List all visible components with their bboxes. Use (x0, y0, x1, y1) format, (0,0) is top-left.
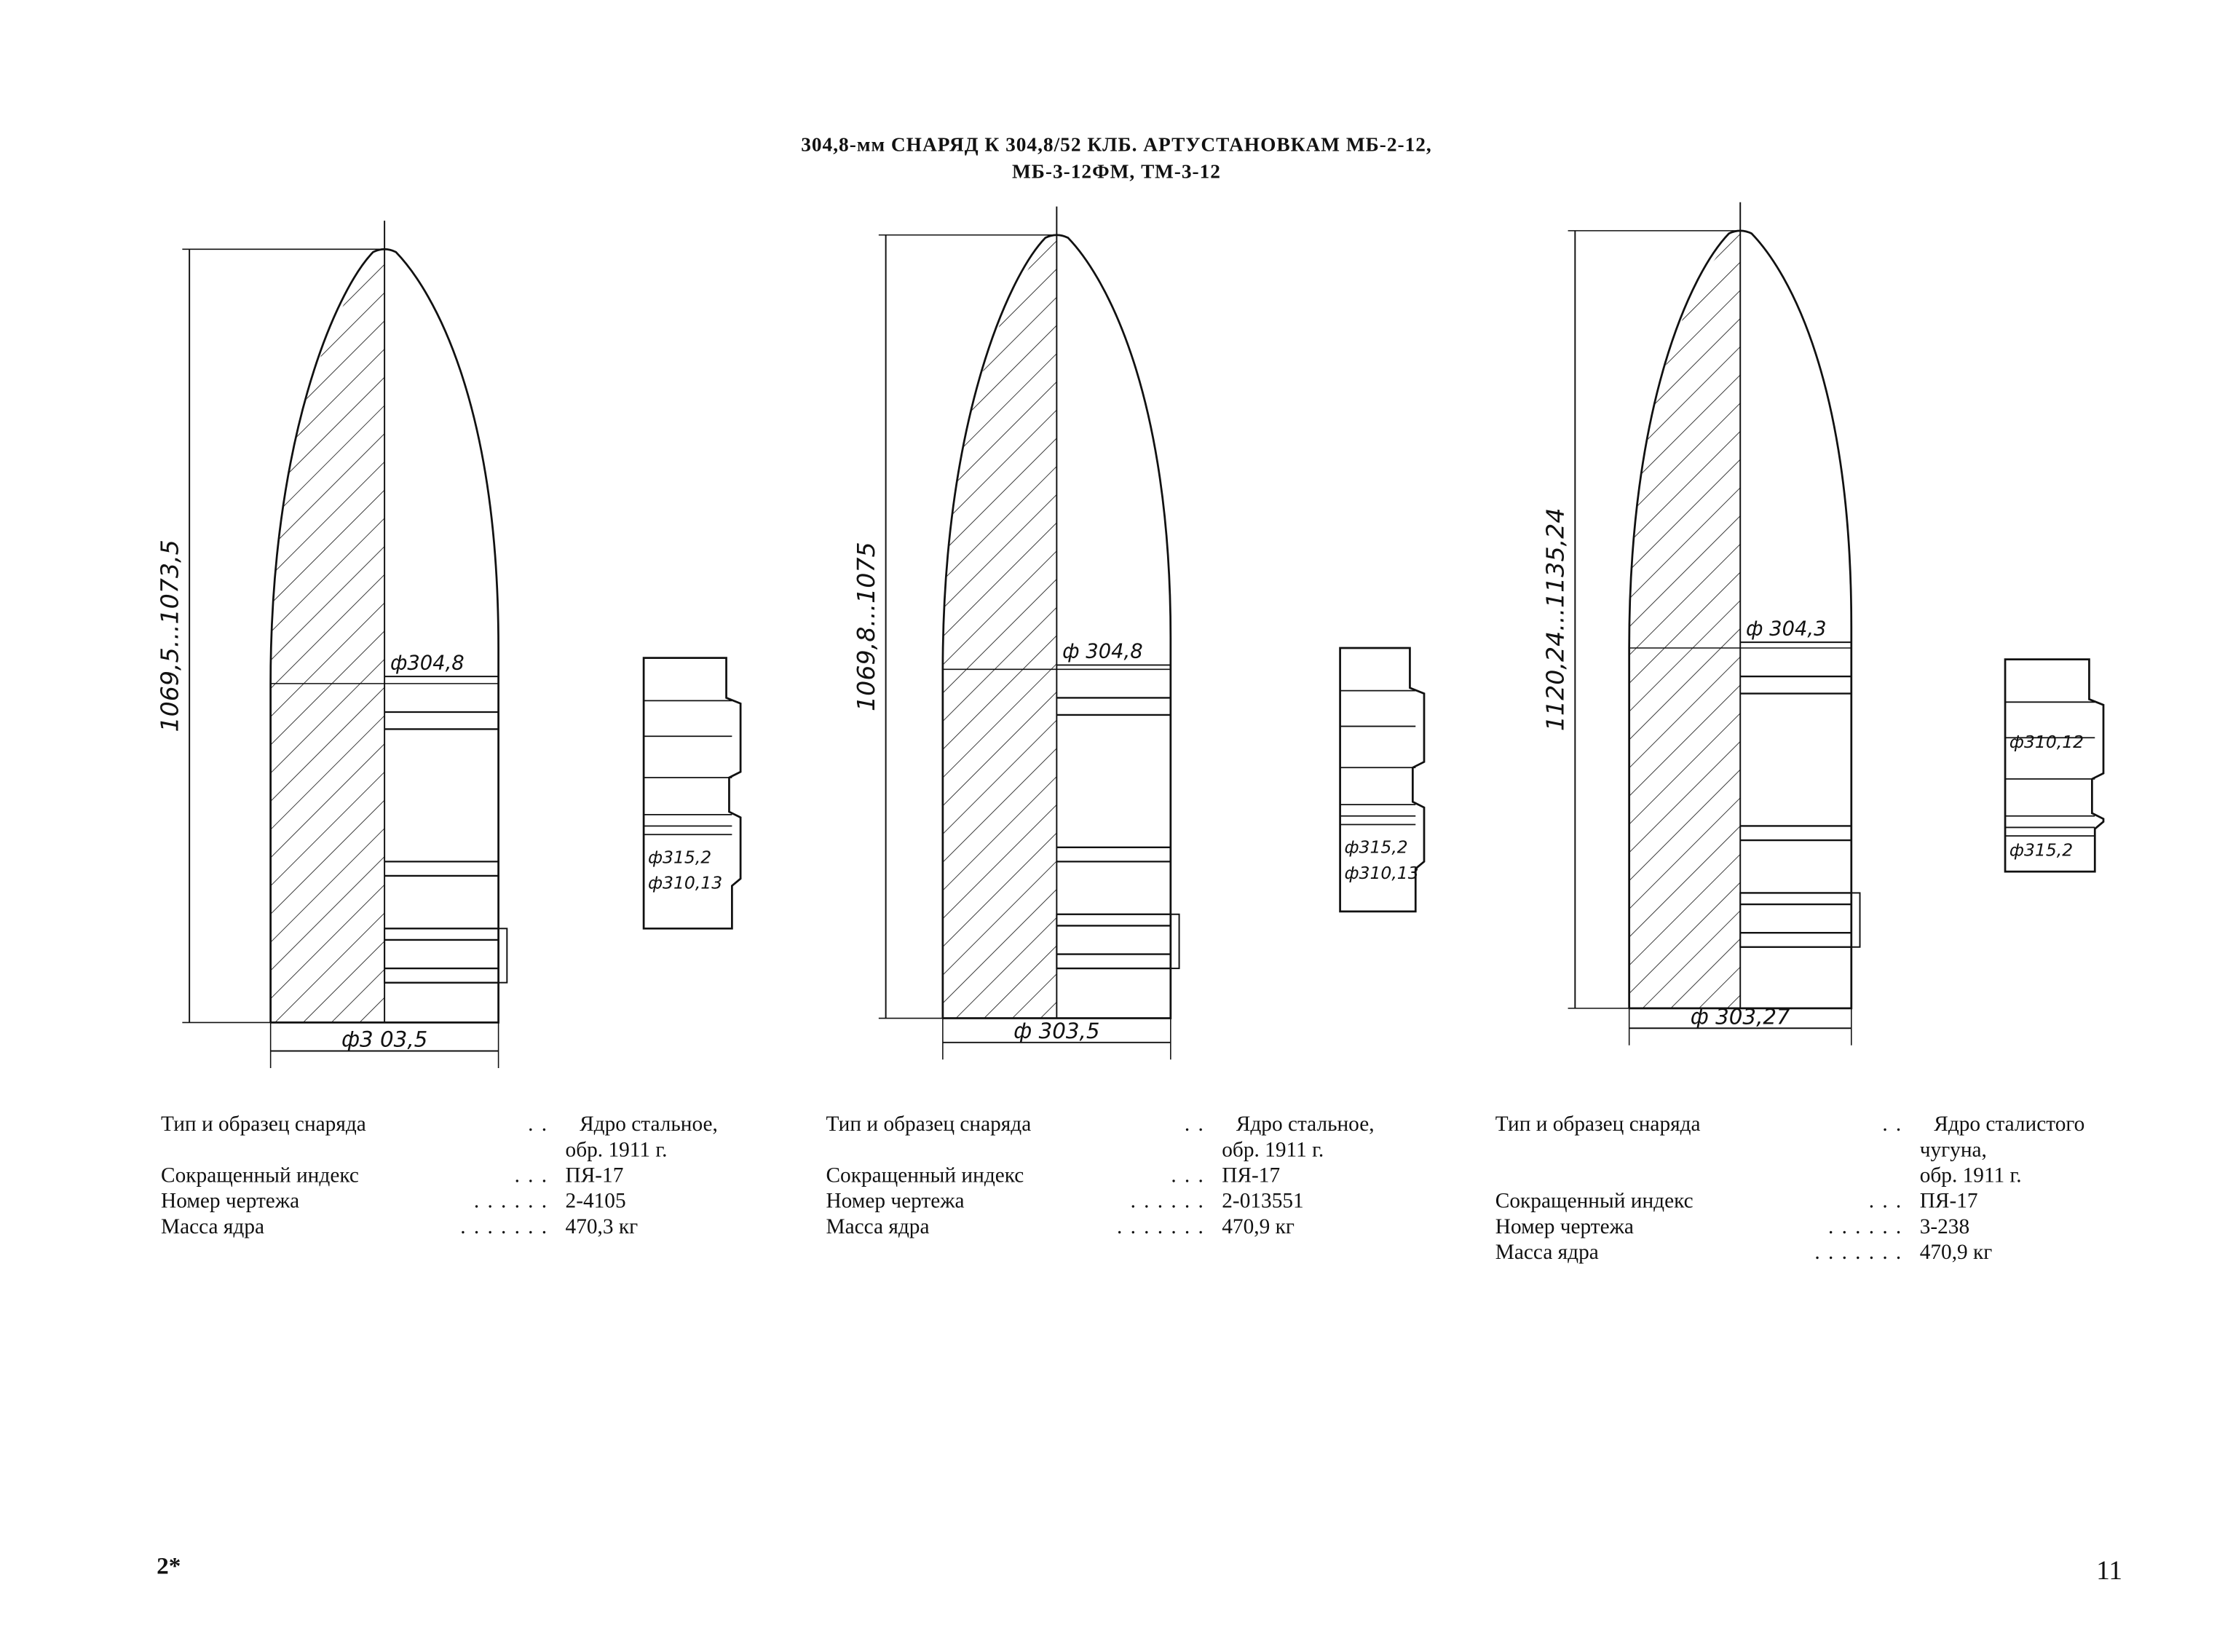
spec-value: обр. 1911 г. (1919, 1165, 2022, 1188)
band-detail-profile (2004, 658, 2105, 873)
spec-label: Номер чертежа (1495, 1216, 1634, 1239)
band-diameter-label: ф310,13 (1344, 863, 1418, 883)
title-line-1: 304,8-мм СНАРЯД К 304,8/52 КЛБ. АРТУСТАН… (801, 135, 1432, 157)
shell-drawing-2: 1069,8...1075 ф 303,5 ф 304,8 ф315,2 ф310,13 (852, 206, 1426, 1060)
spec-block-1: Тип и образец снаряда . . Ядро стальное,об… (161, 1112, 718, 1241)
spec-dots: . . . . . . (473, 1190, 549, 1214)
hatched-section (942, 234, 1057, 1019)
shell-drawing-3: 1120,24...1135,24 ф 303,27 ф 304,3 ф310,12 ф… (1541, 202, 2105, 1046)
spec-value: 2-4105 (565, 1190, 626, 1214)
page-mark-left: 2* (157, 1552, 181, 1580)
band-diameter-label: ф310,13 (648, 873, 722, 893)
spec-row: обр. 1911 г. (161, 1138, 668, 1163)
spec-row: Сокращенный индекс . . . ПЯ-17 (826, 1163, 1280, 1189)
hatched-section (1629, 230, 1741, 1008)
spec-row: Масса ядра . . . . . . . 470,9 кг (1495, 1241, 1993, 1266)
shell-outline (1628, 229, 1853, 1010)
spec-label: Сокращенный индекс (826, 1165, 1024, 1188)
spec-value: Ядро стальное, (580, 1113, 718, 1137)
base-diameter-label: ф3 03,5 (341, 1027, 427, 1052)
top-diameter-label: ф304,8 (390, 652, 465, 674)
spec-label: Масса ядра (1495, 1241, 1599, 1265)
spec-dots: . . . (1171, 1165, 1205, 1188)
spec-dots: . . (1882, 1113, 1903, 1137)
driving-band (384, 928, 508, 984)
spec-value: ПЯ-17 (565, 1165, 624, 1188)
spec-label: Тип и образец снаряда (826, 1113, 1032, 1137)
spec-row: Тип и образец снаряда . . Ядро стальное, (161, 1112, 718, 1138)
spec-row: Тип и образец снаряда . . Ядро стальное, (826, 1112, 1374, 1138)
spec-value: 470,9 кг (1919, 1241, 1993, 1265)
spec-label: Сокращенный индекс (161, 1165, 359, 1188)
spec-row: Номер чертежа . . . . . . 2-4105 (161, 1189, 626, 1214)
spec-row: чугуна, (1495, 1138, 1987, 1163)
spec-value: Ядро сталистого (1934, 1113, 2085, 1137)
spec-dots: . . . . . . . (460, 1216, 549, 1239)
spec-row: Номер чертежа . . . . . . 2-013551 (826, 1189, 1303, 1214)
shell-drawing-1: 1069,5...1073,5 ф3 03,5 ф304,8 ф315,2 ф310,1… (156, 221, 742, 1068)
spec-value: обр. 1911 г. (1222, 1139, 1324, 1163)
band-detail-profile (642, 657, 742, 930)
band-detail-profile (1339, 647, 1426, 913)
top-diameter-label: ф 304,3 (1746, 617, 1826, 640)
band-diameter-label: ф310,12 (2009, 732, 2084, 752)
driving-band (1739, 892, 1861, 948)
driving-band (1056, 913, 1180, 970)
spec-block-2: Тип и образец снаряда . . Ядро стальное,об… (826, 1112, 1374, 1241)
spec-value: 3-238 (1919, 1216, 1970, 1239)
spec-dots: . . (1184, 1113, 1205, 1137)
base-diameter-label: ф 303,5 (1013, 1019, 1099, 1043)
spec-label: Номер чертежа (826, 1190, 965, 1214)
spec-label: Номер чертежа (161, 1190, 300, 1214)
spec-dots: . . . . . . (1828, 1216, 1903, 1239)
spec-dots: . . . . . . . (1814, 1241, 1903, 1265)
spec-row: Тип и образец снаряда . . Ядро сталистого (1495, 1112, 2085, 1138)
spec-dots: . . . . . . (1130, 1190, 1205, 1214)
spec-row: обр. 1911 г. (1495, 1163, 2022, 1189)
spec-value: ПЯ-17 (1919, 1190, 1978, 1214)
spec-label: Масса ядра (826, 1216, 930, 1239)
spec-row: Сокращенный индекс . . . ПЯ-17 (1495, 1189, 1978, 1214)
spec-label: Тип и образец снаряда (161, 1113, 366, 1137)
spec-label: Масса ядра (161, 1216, 265, 1239)
spec-row: Сокращенный индекс . . . ПЯ-17 (161, 1163, 623, 1189)
spec-row: Номер чертежа . . . . . . 3-238 (1495, 1214, 1969, 1240)
length-label: 1120,24...1135,24 (1541, 508, 1570, 732)
band-diameter-label: ф315,2 (1344, 837, 1407, 858)
band-diameter-label: ф315,2 (648, 847, 711, 867)
spec-value: ПЯ-17 (1222, 1165, 1281, 1188)
length-label: 1069,8...1075 (852, 542, 880, 711)
title-line-2: МБ-3-12ФМ, ТМ-3-12 (1011, 162, 1221, 184)
page-number: 11 (2096, 1556, 2123, 1586)
spec-label: Сокращенный индекс (1495, 1190, 1693, 1214)
spec-value: 470,9 кг (1222, 1216, 1295, 1239)
hatched-section (270, 249, 385, 1023)
top-diameter-label: ф 304,8 (1062, 641, 1142, 663)
spec-dots: . . . . . . . (1116, 1216, 1205, 1239)
spec-row: Масса ядра . . . . . . . 470,3 кг (161, 1214, 638, 1240)
spec-dots: . . . (514, 1165, 549, 1188)
spec-value: обр. 1911 г. (565, 1139, 668, 1163)
spec-value: 470,3 кг (565, 1216, 639, 1239)
band-diameter-label: ф315,2 (2009, 840, 2073, 861)
spec-dots: . . (528, 1113, 549, 1137)
spec-dots: . . . (1868, 1190, 1903, 1214)
base-diameter-label: ф 303,27 (1691, 1004, 1790, 1029)
spec-value: Ядро стальное, (1236, 1113, 1375, 1137)
spec-value: чугуна, (1919, 1139, 1987, 1163)
length-label: 1069,5...1073,5 (156, 540, 184, 732)
spec-row: Масса ядра . . . . . . . 470,9 кг (826, 1214, 1294, 1240)
spec-value: 2-013551 (1222, 1190, 1304, 1214)
spec-label: Тип и образец снаряда (1495, 1113, 1701, 1137)
spec-row: обр. 1911 г. (826, 1138, 1324, 1163)
